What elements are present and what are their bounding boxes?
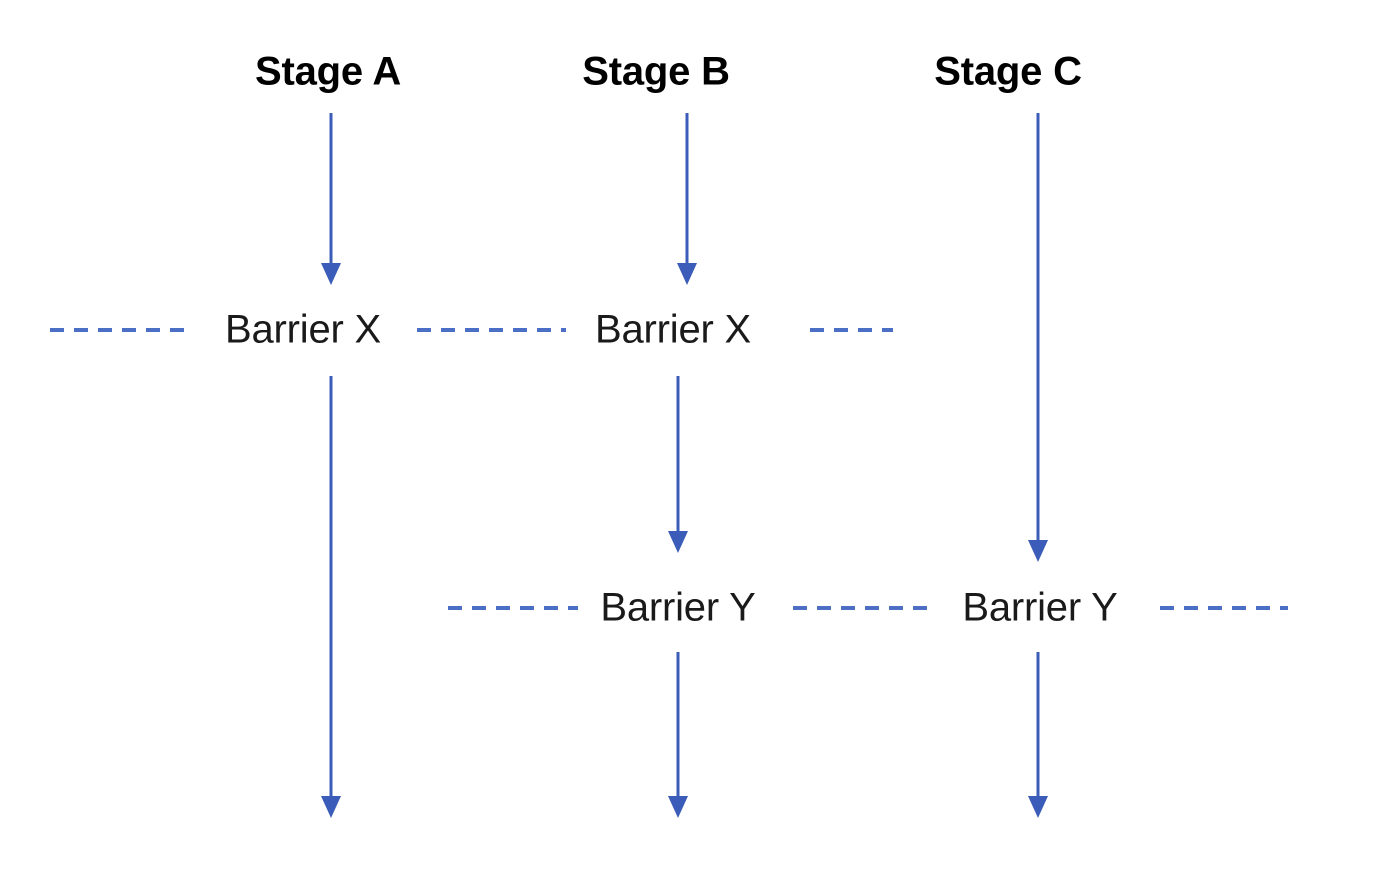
- flow-arrow: [668, 376, 688, 553]
- arrows-layer: [321, 113, 1048, 818]
- arrow-head-icon: [1028, 540, 1048, 562]
- stage-header-label: Stage A: [254, 49, 402, 94]
- arrow-head-icon: [668, 531, 688, 553]
- stage-header-label: Stage C: [934, 49, 1082, 94]
- dashed-links-layer: [50, 328, 1288, 610]
- barrier-label-barrier-x-b: Barrier X: [594, 307, 752, 352]
- flow-arrow: [321, 113, 341, 285]
- flow-arrow: [321, 376, 341, 818]
- barrier-label-barrier-y-c: Barrier Y: [962, 585, 1118, 630]
- flow-arrow: [668, 652, 688, 818]
- arrow-head-icon: [321, 263, 341, 285]
- barrier-label-barrier-y-b: Barrier Y: [600, 585, 756, 630]
- arrow-head-icon: [1028, 796, 1048, 818]
- flow-arrow: [1028, 113, 1048, 562]
- barrier-label-barrier-x-a: Barrier X: [224, 307, 382, 352]
- flow-arrow: [1028, 652, 1048, 818]
- stage-header-label: Stage B: [582, 49, 730, 94]
- arrow-head-icon: [668, 796, 688, 818]
- flow-arrow: [677, 113, 697, 285]
- arrow-head-icon: [321, 796, 341, 818]
- arrow-head-icon: [677, 263, 697, 285]
